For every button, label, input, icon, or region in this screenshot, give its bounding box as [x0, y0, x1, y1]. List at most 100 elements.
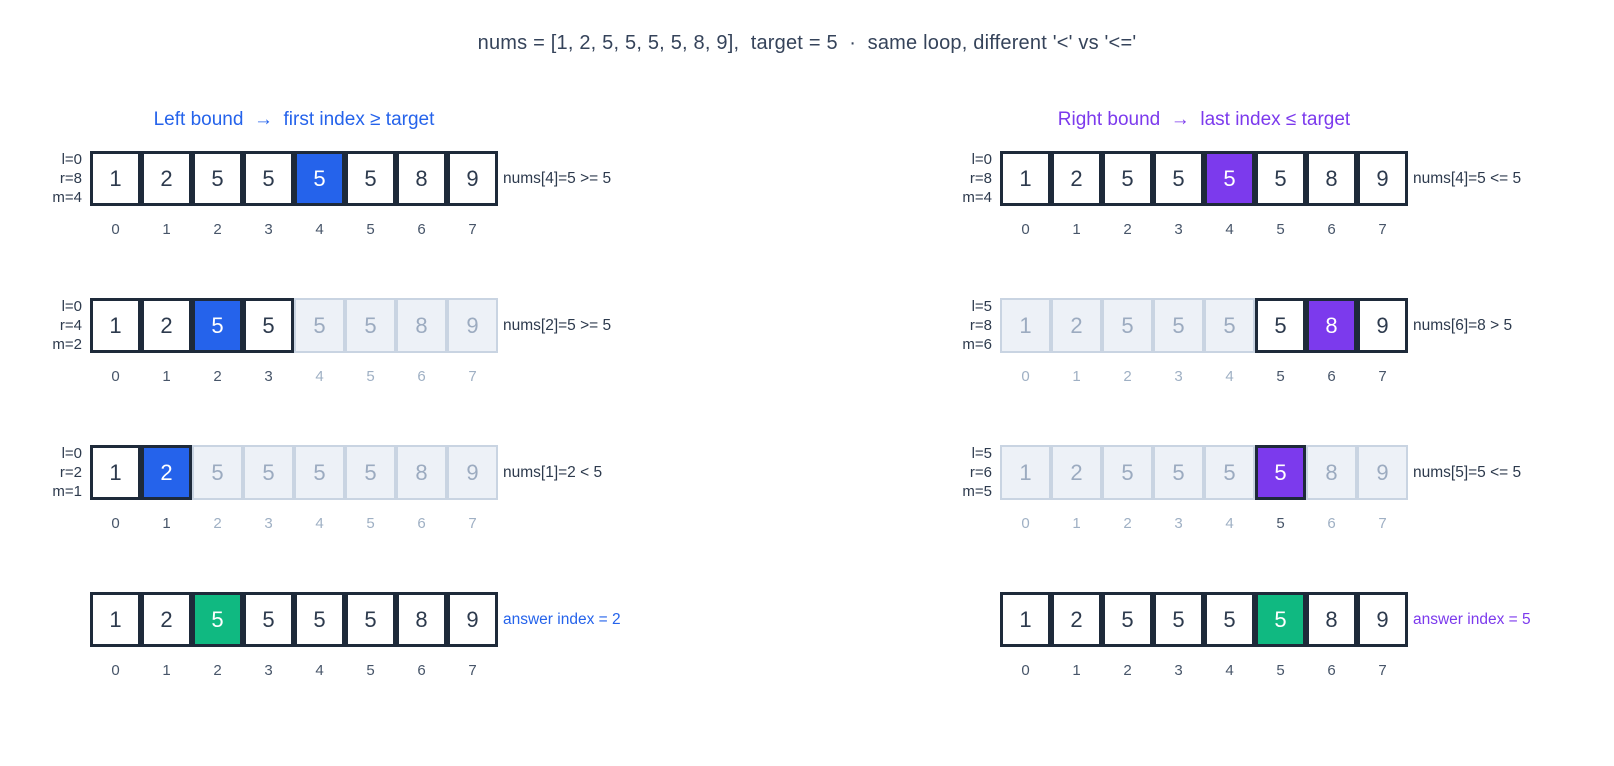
index-label: 4	[1225, 515, 1234, 532]
index-label: 7	[1378, 368, 1387, 385]
lrm-state-label: l=0 r=4 m=2	[52, 298, 82, 353]
array-cell: 9	[1357, 445, 1408, 500]
array-cell: 8	[396, 151, 447, 206]
index-label: 5	[366, 662, 375, 679]
left-bound-panel: Left bound → first index ≥ target l=0 r=…	[34, 109, 670, 679]
array-cell: 5	[1204, 151, 1255, 206]
array-cell: 5	[1153, 592, 1204, 647]
array-cell: 5	[1255, 151, 1306, 206]
index-label: 0	[1021, 515, 1030, 532]
index-label: 4	[1225, 221, 1234, 238]
index-label: 0	[1021, 221, 1030, 238]
index-label: 7	[1378, 221, 1387, 238]
array-cell: 5	[243, 592, 294, 647]
lrm-state-label: l=5 r=8 m=6	[962, 298, 992, 353]
array-cell: 1	[1000, 445, 1051, 500]
array-cell: 5	[345, 445, 396, 500]
index-label: 2	[1123, 662, 1132, 679]
index-label: 0	[1021, 662, 1030, 679]
index-label: 1	[162, 368, 171, 385]
condition-label: nums[1]=2 < 5	[503, 463, 603, 481]
array-cell: 9	[447, 445, 498, 500]
index-label: 3	[264, 515, 273, 532]
index-label: 3	[1174, 221, 1183, 238]
condition-label: nums[4]=5 <= 5	[1413, 169, 1522, 187]
index-label: 4	[1225, 368, 1234, 385]
array-cell: 5	[192, 592, 243, 647]
right-bound-header: Right bound → last index ≤ target	[1057, 109, 1351, 130]
left-bound-header: Left bound → first index ≥ target	[153, 109, 435, 130]
index-label: 6	[417, 662, 426, 679]
condition-label: nums[4]=5 >= 5	[503, 169, 612, 187]
array-cell: 8	[396, 592, 447, 647]
array-cell: 5	[1255, 298, 1306, 353]
array-cell: 9	[1357, 592, 1408, 647]
array-cell: 1	[90, 151, 141, 206]
array-cell: 5	[294, 151, 345, 206]
array-cell: 8	[1306, 445, 1357, 500]
index-label: 4	[1225, 662, 1234, 679]
array-cell: 5	[345, 298, 396, 353]
array-cell: 2	[1051, 151, 1102, 206]
condition-label: answer index = 2	[503, 610, 621, 628]
index-label: 4	[315, 368, 324, 385]
array-cell: 5	[294, 298, 345, 353]
index-label: 6	[1327, 221, 1336, 238]
condition-label: nums[6]=8 > 5	[1413, 316, 1513, 334]
array-cell: 1	[1000, 592, 1051, 647]
array-cell: 2	[141, 298, 192, 353]
array-cell: 2	[1051, 592, 1102, 647]
array-cell: 5	[1204, 298, 1255, 353]
array-cell: 5	[192, 445, 243, 500]
lrm-state-label	[34, 592, 90, 647]
condition-label: nums[2]=5 >= 5	[503, 316, 612, 334]
index-label: 7	[468, 368, 477, 385]
condition-label: answer index = 5	[1413, 610, 1531, 628]
index-label: 4	[315, 221, 324, 238]
index-label: 2	[1123, 515, 1132, 532]
index-label: 2	[213, 662, 222, 679]
array-cell: 5	[1102, 151, 1153, 206]
index-label: 1	[162, 662, 171, 679]
array-cell: 2	[141, 592, 192, 647]
index-label: 0	[111, 662, 120, 679]
index-label: 5	[1276, 368, 1285, 385]
condition-label: nums[5]=5 <= 5	[1413, 463, 1522, 481]
array-cell: 1	[90, 298, 141, 353]
index-label: 0	[111, 515, 120, 532]
array-cell: 9	[447, 592, 498, 647]
array-cell: 5	[243, 151, 294, 206]
index-label: 1	[162, 515, 171, 532]
array-cell: 9	[447, 151, 498, 206]
lrm-state-label: l=0 r=8 m=4	[52, 151, 82, 206]
array-cell: 5	[345, 151, 396, 206]
array-cell: 5	[1153, 298, 1204, 353]
index-label: 5	[1276, 221, 1285, 238]
index-label: 6	[417, 515, 426, 532]
index-label: 3	[1174, 662, 1183, 679]
index-label: 5	[366, 515, 375, 532]
lrm-state-label: l=0 r=2 m=1	[52, 445, 82, 500]
array-cell: 9	[447, 298, 498, 353]
array-cell: 5	[294, 592, 345, 647]
array-cell: 5	[1153, 445, 1204, 500]
